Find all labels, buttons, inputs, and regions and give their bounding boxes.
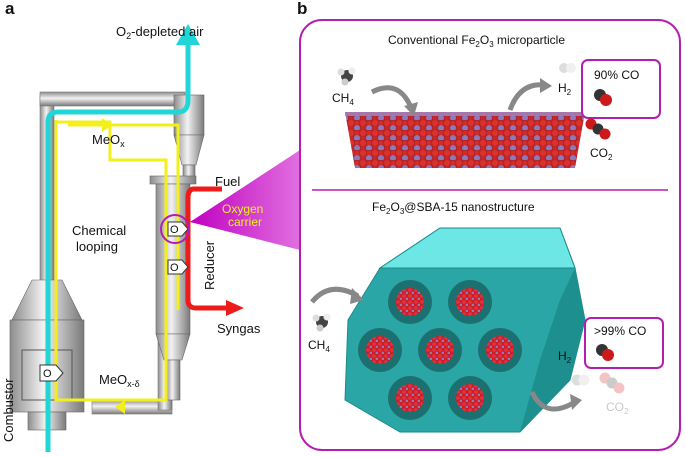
co2-molecule-faded (599, 372, 625, 394)
loop-arrow-bottom (115, 400, 125, 414)
o-marker-3: O (39, 364, 64, 382)
pore-grid (358, 280, 522, 420)
chemical-looping-label-2: looping (76, 239, 118, 254)
oxygen-carrier-label-1: Oxygen (222, 202, 263, 216)
svg-text:O: O (170, 224, 179, 236)
syngas-label: Syngas (217, 321, 261, 336)
co2-molecule (585, 118, 611, 140)
reducer-column (149, 175, 197, 401)
h2-molecule-top (559, 63, 576, 73)
sba15-honeycomb (344, 227, 586, 433)
ch4-label-bottom: CH4 (308, 338, 330, 354)
combustor-label: Combustor (1, 378, 16, 442)
curved-arrow-in-bottom-head (350, 288, 364, 304)
meox-delta-label: MeOx-δ (99, 372, 140, 389)
air-flow-line (45, 42, 191, 452)
co2-label-faded: CO2 (606, 400, 629, 416)
svg-text:O: O (43, 368, 52, 380)
co-result-top: 90% CO (594, 68, 639, 82)
syngas-arrow (226, 300, 244, 316)
co-molecule-bottom (596, 344, 614, 361)
nanostructure-title: Fe2O3@SBA-15 nanostructure (372, 200, 535, 216)
ch4-molecule-top (337, 67, 356, 86)
h2-molecule-bottom (571, 374, 590, 386)
panel-b-label: b (297, 0, 307, 18)
ch4-label-top: CH4 (332, 91, 354, 107)
meox-label: MeOx (92, 132, 125, 149)
ch4-molecule-bottom (312, 313, 331, 332)
curved-arrow-out-bottom (529, 390, 577, 412)
outlet-label: O2-depleted air (116, 24, 204, 41)
microparticle-title: Conventional Fe2O3 microparticle (388, 33, 565, 49)
h2-label-bottom: H2 (558, 349, 572, 365)
o-marker-2: O (167, 259, 189, 275)
magnify-circle (160, 214, 190, 244)
chemical-looping-label-1: Chemical (72, 223, 126, 238)
panel-a-label: a (5, 0, 15, 18)
reducer-label: Reducer (202, 240, 217, 290)
loop-arrow-top (102, 118, 112, 132)
curved-arrow-in-top-head (404, 102, 418, 116)
co-result-bottom: >99% CO (594, 324, 646, 338)
chemical-loop-path (54, 120, 168, 402)
co-molecule-top (594, 89, 612, 106)
curved-arrow-out-top-head (540, 78, 552, 93)
curved-arrow-out-bottom-head (570, 394, 582, 410)
h2-label-top: H2 (558, 81, 572, 97)
oxygen-carrier-label-2: carrier (228, 215, 262, 229)
air-outlet-arrow (176, 24, 200, 45)
fuel-syngas-line (185, 186, 228, 311)
o-marker-1: O (167, 221, 189, 237)
svg-text:O: O (170, 262, 179, 274)
microparticle-slab (345, 112, 585, 168)
fuel-label: Fuel (215, 174, 240, 189)
co2-label: CO2 (590, 146, 613, 162)
zoom-wedge (190, 150, 300, 250)
